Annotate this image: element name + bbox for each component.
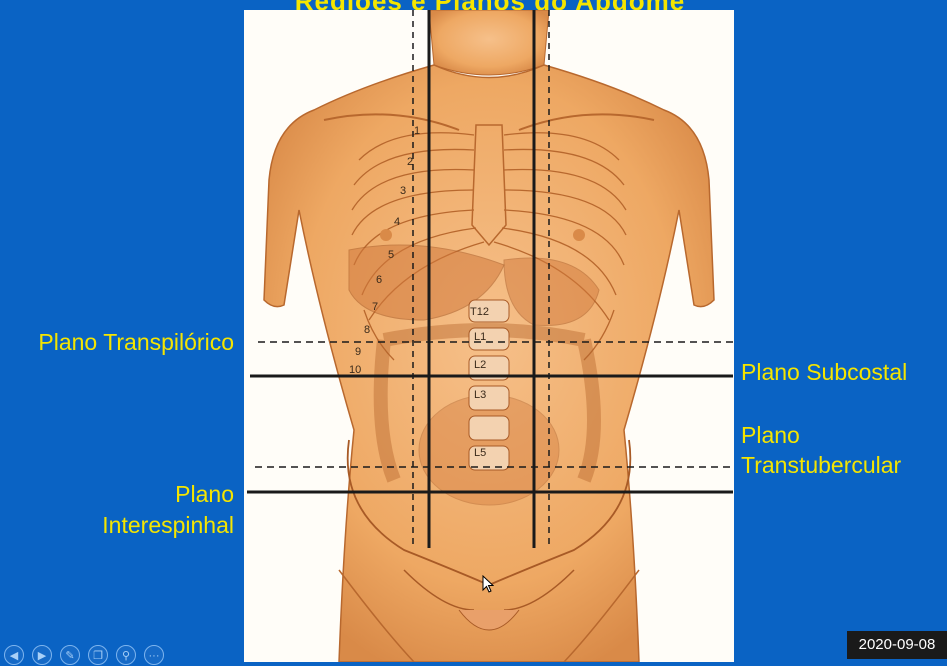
rib-number: 2 [407, 156, 413, 168]
rib-number: 10 [349, 364, 361, 376]
vertebra-label: T12 [470, 306, 489, 318]
rib-number: 6 [376, 274, 382, 286]
vertebra-label: L2 [474, 359, 486, 371]
torso-illustration: 1 2 3 4 5 6 7 8 9 10 T12 L1 L2 L3 L5 [263, 10, 715, 662]
rib-number: 5 [388, 249, 394, 261]
previous-icon[interactable]: ◀ [4, 645, 24, 665]
vertebra-label: L1 [474, 331, 486, 343]
more-icon[interactable]: ··· [144, 645, 164, 665]
presentation-toolbar: ◀ ▶ ✎ ❐ ⚲ ··· [4, 645, 164, 665]
timestamp: 2020-09-08 [847, 631, 947, 659]
neck [428, 10, 550, 76]
rib-number: 4 [394, 216, 400, 228]
label-subcostal: Plano Subcostal [741, 359, 908, 385]
vertebra-label: L3 [474, 389, 486, 401]
label-transpiloric: Plano Transpilórico [38, 329, 234, 355]
rib-number: 9 [355, 346, 361, 358]
label-interspinal-2: Interespinhal [102, 512, 234, 538]
stomach [503, 257, 600, 327]
next-icon[interactable]: ▶ [32, 645, 52, 665]
label-transtubercular-1: Plano [741, 422, 800, 448]
copy-slides-icon[interactable]: ❐ [88, 645, 108, 665]
pen-icon[interactable]: ✎ [60, 645, 80, 665]
vertebra-labels: T12 L1 L2 L3 L5 [470, 306, 489, 459]
rib-number: 1 [414, 125, 420, 137]
spine [468, 299, 510, 471]
vertebra-label: L5 [474, 447, 486, 459]
rib-number: 8 [364, 324, 370, 336]
label-interspinal-1: Plano [175, 481, 234, 507]
zoom-icon[interactable]: ⚲ [116, 645, 136, 665]
rib-number: 7 [372, 301, 378, 313]
liver [348, 244, 505, 321]
anatomy-figure: 1 2 3 4 5 6 7 8 9 10 T12 L1 L2 L3 L5 [244, 10, 734, 662]
rib-numbers: 1 2 3 4 5 6 7 8 9 10 [349, 125, 420, 376]
ribs-right [493, 132, 627, 361]
label-transtubercular-2: Transtubercular [741, 452, 902, 478]
rib-number: 3 [400, 185, 406, 197]
mouse-cursor-icon [482, 575, 494, 593]
